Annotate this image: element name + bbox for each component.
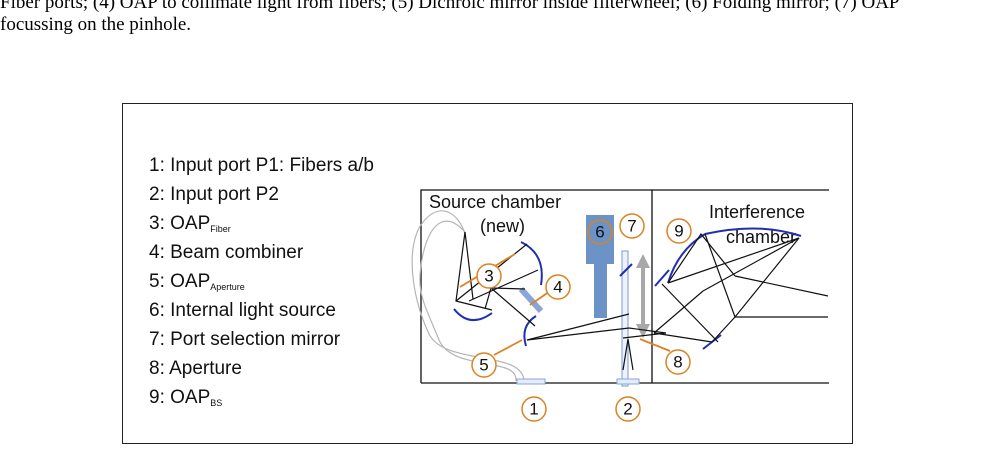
marker-7: 7 xyxy=(619,213,645,239)
marker-9: 9 xyxy=(666,218,692,244)
interference-chamber-title: Interference xyxy=(709,202,805,222)
rays-source xyxy=(455,231,667,371)
legend-item: 3: OAPFiber xyxy=(149,213,231,234)
svg-text:8: 8 xyxy=(673,353,682,372)
svg-text:9: 9 xyxy=(674,222,683,241)
marker-5: 5 xyxy=(471,352,497,378)
marker-2: 2 xyxy=(615,396,641,422)
marker-1: 1 xyxy=(521,396,547,422)
marker-leaders xyxy=(459,253,671,356)
svg-text:2: 2 xyxy=(623,400,632,419)
legend-item: 5: OAPAperture xyxy=(149,271,245,292)
source-chamber-title: Source chamber xyxy=(429,192,561,212)
marker-6: 6 xyxy=(587,219,613,245)
marker-8: 8 xyxy=(665,349,691,375)
optical-diagram: Source chamber (new) Interference chambe… xyxy=(411,189,829,422)
svg-text:7: 7 xyxy=(627,217,636,236)
port-selection-mirror xyxy=(619,263,633,277)
legend-item: 2: Input port P2 xyxy=(149,184,279,205)
figure-caption: Fiber ports; (4) OAP to collimate light … xyxy=(0,0,985,36)
beam-combiner xyxy=(518,286,544,314)
caption-line-1: Fiber ports; (4) OAP to collimate light … xyxy=(0,0,900,13)
svg-text:1: 1 xyxy=(529,400,538,419)
oap-bs-left xyxy=(667,233,706,284)
fiber-a xyxy=(419,220,517,382)
legend-item: 9: OAPBS xyxy=(149,387,223,408)
source-chamber-outline xyxy=(420,189,653,383)
oap-fiber-lower xyxy=(453,308,493,321)
svg-text:3: 3 xyxy=(484,267,493,286)
svg-text:6: 6 xyxy=(595,223,604,242)
marker-4: 4 xyxy=(545,274,571,300)
figure-panel: 1: Input port P1: Fibers a/b 2: Input po… xyxy=(122,103,853,444)
flat-mirror-upper xyxy=(654,269,670,287)
legend-item: 7: Port selection mirror xyxy=(149,329,341,350)
input-port-p1 xyxy=(516,378,546,385)
legend-item: 1: Input port P1: Fibers a/b xyxy=(149,155,374,176)
legend-item: 4: Beam combiner xyxy=(149,242,304,263)
svg-text:5: 5 xyxy=(479,356,488,375)
oap-fiber-upper xyxy=(520,241,543,286)
light-source-stem xyxy=(594,262,607,318)
interference-chamber-subtitle: chamber xyxy=(726,227,796,247)
source-chamber-subtitle: (new) xyxy=(480,216,525,236)
oap-aperture xyxy=(523,315,537,347)
marker-3: 3 xyxy=(476,263,502,289)
travel-arrow-down xyxy=(636,324,650,338)
legend-item: 8: Aperture xyxy=(149,358,242,379)
legend-item: 6: Internal light source xyxy=(149,300,336,321)
rays-interference xyxy=(653,232,829,343)
input-port-p2 xyxy=(616,378,640,385)
legend: 1: Input port P1: Fibers a/b 2: Input po… xyxy=(149,151,374,412)
svg-text:4: 4 xyxy=(553,278,562,297)
caption-line-2: focussing on the pinhole. xyxy=(0,14,192,35)
travel-arrow-up xyxy=(636,254,650,268)
oap-bs-top xyxy=(704,227,802,237)
port-selection-column xyxy=(621,250,629,387)
